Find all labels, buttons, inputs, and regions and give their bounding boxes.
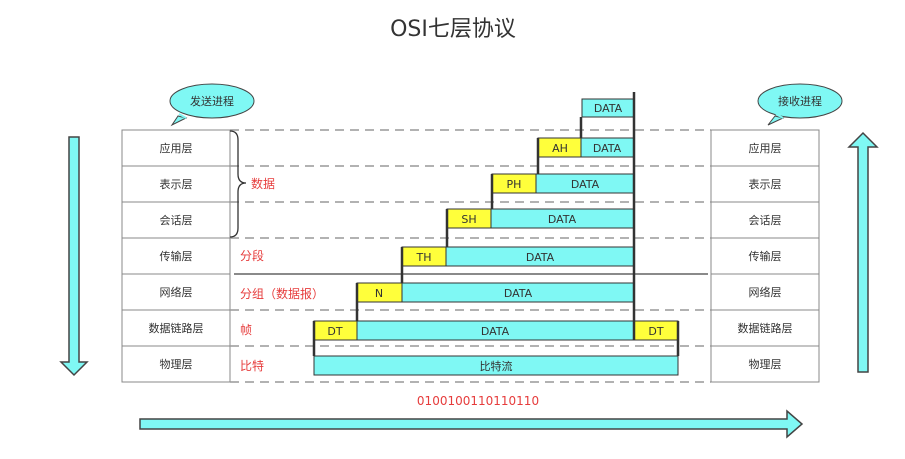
transmission-arrow [139, 409, 804, 439]
receive-process-label: 接收进程 [778, 94, 822, 108]
ah-label: AH [552, 142, 568, 155]
send-process-bubble: 发送进程 [169, 83, 255, 127]
bitstream-box [313, 355, 679, 376]
right-layer-datalink: 数据链路层 [738, 321, 793, 335]
unit-bit: 比特 [240, 358, 264, 373]
right-layer-network: 网络层 [749, 285, 782, 299]
sh-label: SH [461, 213, 476, 226]
datalink-data-label: DATA [481, 325, 510, 338]
send-process-label: 发送进程 [190, 94, 234, 108]
sender-layer-stack: 应用层 表示层 会话层 传输层 网络层 数据链路层 物理层 [121, 129, 231, 383]
upper-layers-brace [229, 130, 247, 238]
left-layer-presentation: 表示层 [160, 177, 193, 191]
left-layer-transport: 传输层 [160, 249, 193, 263]
session-data-label: DATA [548, 213, 577, 226]
right-layer-application: 应用层 [749, 141, 782, 155]
n-label: N [375, 287, 383, 300]
unit-segment: 分段 [240, 248, 264, 263]
left-layer-application: 应用层 [160, 141, 193, 155]
encapsulation [313, 98, 679, 376]
dt-left-label: DT [327, 325, 342, 338]
unit-data: 数据 [251, 176, 275, 191]
unit-frame: 帧 [240, 323, 252, 337]
layer-separators [230, 129, 711, 383]
top-data-label: DATA [594, 102, 623, 115]
receive-direction-arrow [847, 131, 879, 373]
dt-right-label: DT [648, 325, 663, 338]
right-layer-physical: 物理层 [749, 357, 782, 371]
transport-data-label: DATA [526, 251, 555, 264]
left-layer-datalink: 数据链路层 [149, 321, 204, 335]
connector-lines [312, 92, 680, 356]
bit-sequence: 0100100110110110 [417, 394, 539, 408]
bitstream-label: 比特流 [480, 359, 513, 373]
left-layer-session: 会话层 [160, 214, 193, 227]
right-layer-transport: 传输层 [749, 249, 782, 263]
receiver-layer-stack: 应用层 表示层 会话层 传输层 网络层 数据链路层 物理层 [710, 129, 820, 383]
right-layer-presentation: 表示层 [749, 177, 782, 191]
left-layer-network: 网络层 [160, 285, 193, 299]
left-layer-physical: 物理层 [160, 357, 193, 371]
app-data-label: DATA [593, 142, 622, 155]
diagram-title: OSI七层协议 [390, 17, 516, 42]
receive-process-bubble: 接收进程 [757, 83, 843, 126]
pres-data-label: DATA [571, 178, 600, 191]
network-data-label: DATA [504, 287, 533, 300]
unit-packet: 分组（数据报） [240, 286, 324, 301]
send-direction-arrow [59, 136, 89, 377]
ph-label: PH [507, 178, 522, 191]
right-layer-session: 会话层 [749, 214, 782, 227]
th-label: TH [416, 251, 432, 264]
